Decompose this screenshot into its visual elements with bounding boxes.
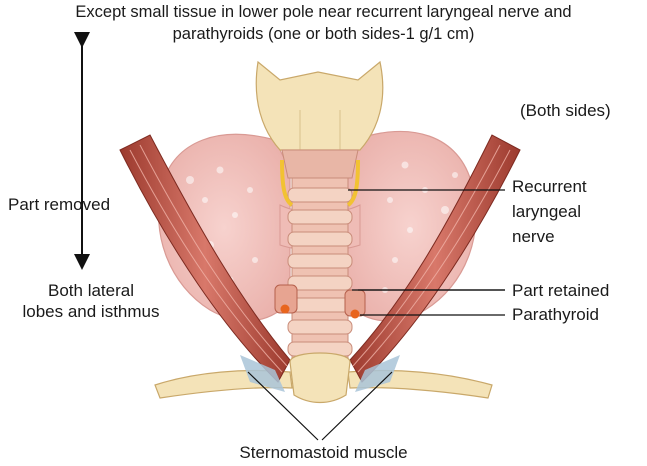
manubrium bbox=[290, 353, 350, 403]
recurrent-nerve-line-2: laryngeal bbox=[512, 202, 581, 222]
sternomastoid-label: Sternomastoid muscle bbox=[0, 443, 647, 463]
lateral-lobes-line-1: Both lateral bbox=[6, 281, 176, 301]
thyroid-cartilage bbox=[256, 62, 383, 150]
parathyroid-right bbox=[351, 310, 360, 319]
part-retained-label: Part retained bbox=[512, 281, 609, 301]
recurrent-nerve-line-3: nerve bbox=[512, 227, 555, 247]
parathyroid-label: Parathyroid bbox=[512, 305, 599, 325]
title-line-2: parathyroids (one or both sides-1 g/1 cm… bbox=[0, 24, 647, 44]
parathyroid-left bbox=[281, 305, 290, 314]
cricoid-cartilage bbox=[282, 150, 358, 178]
lateral-lobes-line-2: lobes and isthmus bbox=[6, 302, 176, 322]
both-sides-label: (Both sides) bbox=[520, 101, 611, 121]
title-line-1: Except small tissue in lower pole near r… bbox=[0, 2, 647, 22]
trachea bbox=[288, 178, 352, 378]
part-removed-label: Part removed bbox=[8, 195, 110, 215]
recurrent-nerve-line-1: Recurrent bbox=[512, 177, 587, 197]
